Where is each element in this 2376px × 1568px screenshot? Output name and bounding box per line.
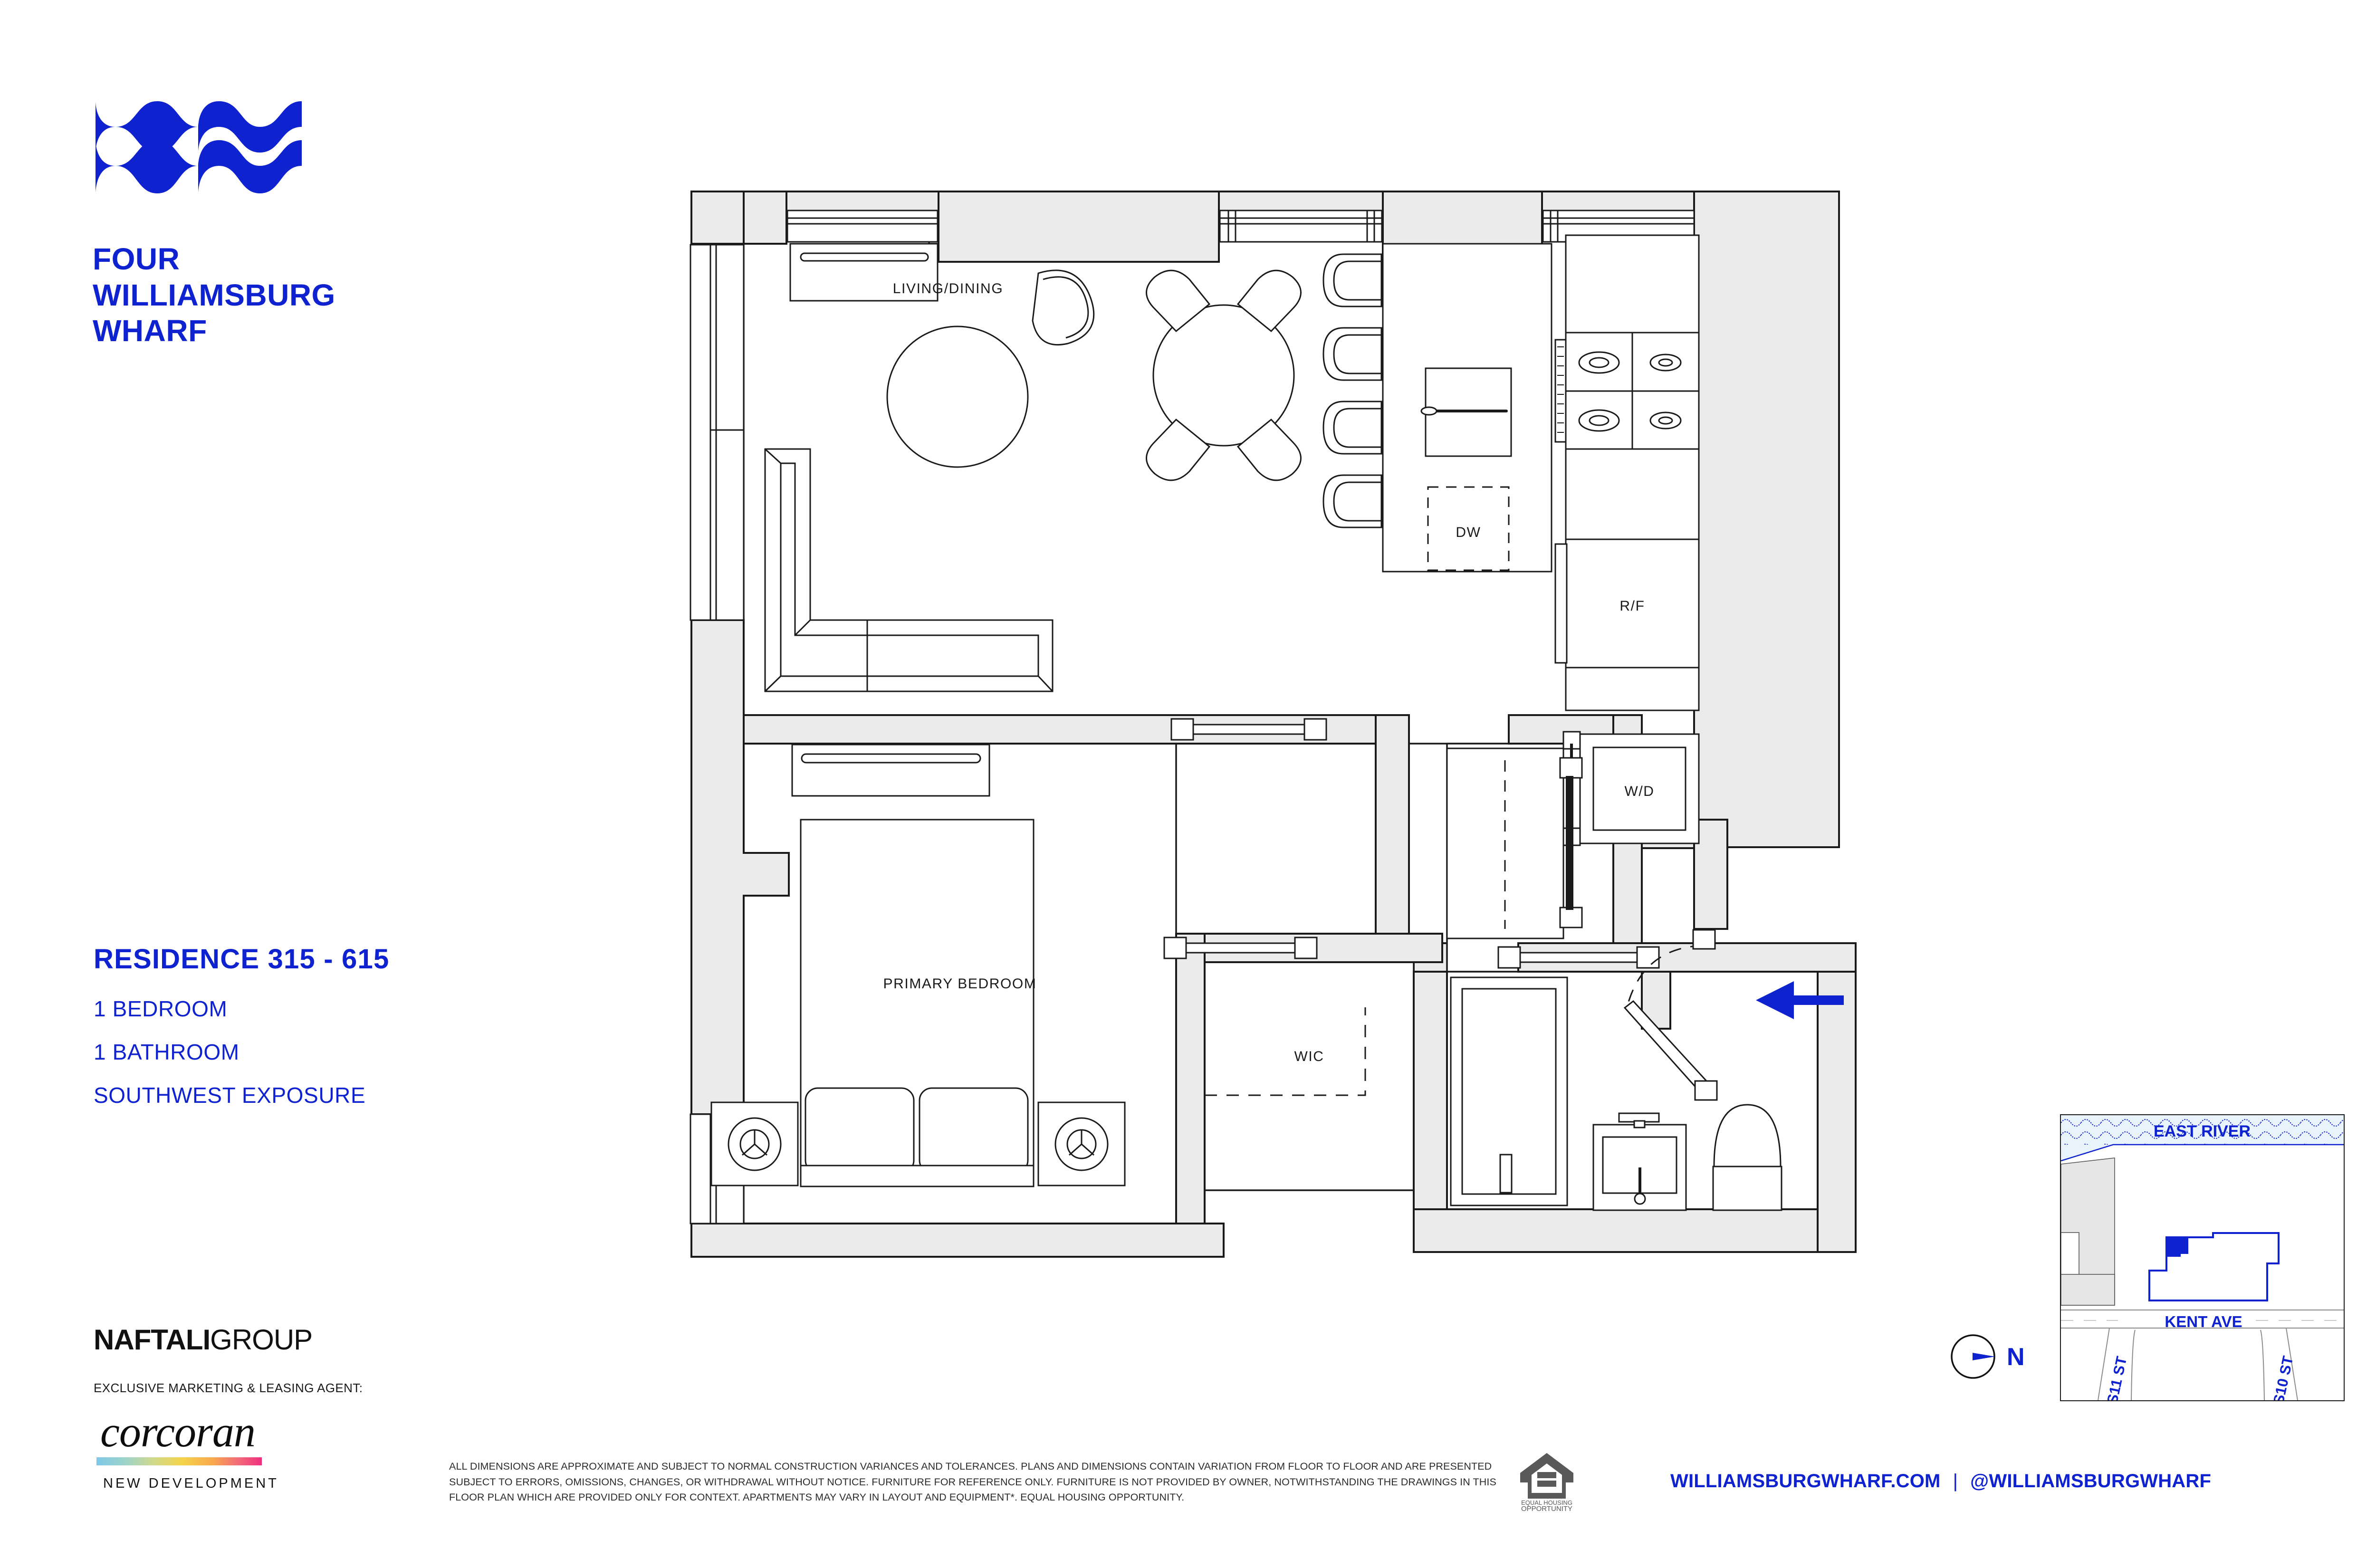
window-left-upper	[690, 244, 745, 621]
naftali-logo-thin: GROUP	[210, 1324, 313, 1356]
bathroom-door	[1497, 946, 1660, 969]
brand-name-line-1: FOUR	[93, 242, 180, 276]
naftali-group-logo: NAFTALIGROUP	[94, 1323, 426, 1356]
naftali-logo-bold: NAFTALI	[94, 1324, 211, 1356]
residence-bathrooms: 1 BATHROOM	[94, 1040, 240, 1064]
dining-set	[1146, 269, 1302, 481]
room-label-primary-bedroom: PRIMARY BEDROOM	[883, 976, 1037, 992]
closet-rod	[1205, 1007, 1366, 1096]
compass-north-indicator: N	[1951, 1334, 2025, 1379]
dining-table	[1152, 304, 1295, 447]
unit-location-highlight	[2166, 1237, 2188, 1257]
s11-street-label: S11 ST	[2104, 1355, 2130, 1400]
bed	[800, 819, 1035, 1187]
bedroom-dresser	[791, 744, 990, 797]
equal-housing-opportunity-icon: EQUAL HOUSING OPPORTUNITY	[1520, 1453, 1573, 1511]
nightstand-left	[710, 1101, 799, 1186]
residence-info-block: RESIDENCE 315 - 615 1 BEDROOM 1 BATHROOM…	[94, 943, 521, 1126]
corcoran-gradient-bar	[96, 1457, 262, 1465]
brand-logo-block: FOUR WILLIAMSBURG WHARF	[93, 93, 340, 348]
toilet	[1712, 1104, 1782, 1211]
accent-chair	[1032, 269, 1095, 346]
bar-stools	[1322, 253, 1382, 528]
s10-street-label: S10 ST	[2270, 1355, 2297, 1400]
bedroom-door	[1170, 718, 1327, 741]
windows	[690, 210, 1695, 1224]
doors-and-closets	[1163, 718, 1718, 1101]
brand-name-line-3: WHARF	[93, 314, 207, 348]
east-river-wave-pattern	[2061, 1115, 2344, 1145]
residence-bedrooms: 1 BEDROOM	[94, 996, 228, 1021]
refrigerator	[1554, 538, 1700, 669]
entry-door	[1623, 929, 1718, 1101]
bathroom-fixtures	[1450, 976, 1782, 1211]
shoreline	[2061, 1144, 2344, 1162]
contact-separator: |	[1953, 1471, 1958, 1492]
washer-dryer	[1562, 731, 1700, 846]
adjacent-buildings	[2061, 1157, 2115, 1306]
room-label-wic: WIC	[1294, 1049, 1324, 1064]
kent-ave-label: KENT AVE	[2165, 1313, 2242, 1330]
range-cooktop	[1554, 332, 1700, 450]
contact-links: WILLIAMSBURGWHARF.COM | @WILLIAMSBURGWHA…	[1670, 1471, 2211, 1492]
corcoran-wordmark: corcoran	[100, 1407, 256, 1456]
nightstand-right	[1037, 1101, 1126, 1186]
appliance-label-refrigerator: R/F	[1619, 598, 1645, 614]
entry-direction-arrow	[1756, 981, 1844, 1019]
dishwasher-outline	[1427, 486, 1510, 571]
floor-plan-drawing: LIVING/DINING PRIMARY BEDROOM WIC DW R/F…	[690, 191, 1857, 1258]
eho-label-line-1: EQUAL HOUSING	[1521, 1499, 1572, 1506]
four-williamsburg-wharf-wave-mark	[96, 101, 302, 193]
appliance-label-dishwasher: DW	[1456, 525, 1481, 540]
brand-wordmark: FOUR WILLIAMSBURG WHARF	[93, 241, 340, 349]
exclusive-agent-label: EXCLUSIVE MARKETING & LEASING AGENT:	[94, 1381, 363, 1395]
east-river-label: EAST RIVER	[2154, 1122, 2251, 1140]
vanity-sink	[1592, 1112, 1687, 1211]
appliance-label-washer-dryer: W/D	[1624, 784, 1654, 799]
bathtub-shower	[1450, 976, 1568, 1206]
eho-label-line-2: OPPORTUNITY	[1521, 1505, 1572, 1511]
compass-north-label: N	[2007, 1343, 2025, 1371]
entry-closet	[1446, 747, 1583, 939]
residence-exposure: SOUTHWEST EXPOSURE	[94, 1083, 366, 1108]
kitchen-sink	[1420, 367, 1512, 457]
developer-agent-block: NAFTALIGROUP EXCLUSIVE MARKETING & LEASI…	[94, 1323, 426, 1492]
corcoran-logo: corcoran NEW DEVELOPMENT	[94, 1410, 279, 1492]
wic-door	[1163, 937, 1318, 959]
dining-chairs	[1146, 269, 1302, 481]
sectional-sofa	[764, 448, 1054, 692]
window-top-2	[1219, 210, 1383, 243]
room-label-living-dining: LIVING/DINING	[893, 281, 1004, 296]
social-handle-link[interactable]: @WILLIAMSBURGWHARF	[1970, 1471, 2212, 1492]
residence-title: RESIDENCE 315 - 615	[94, 944, 390, 975]
window-top-1	[786, 210, 939, 243]
bedroom-furniture	[710, 744, 1126, 1187]
legal-disclaimer: ALL DIMENSIONS ARE APPROXIMATE AND SUBJE…	[449, 1461, 1496, 1503]
living-dining-furniture	[764, 243, 1095, 692]
corcoran-new-development-label: NEW DEVELOPMENT	[103, 1476, 279, 1491]
website-link[interactable]: WILLIAMSBURGWHARF.COM	[1670, 1471, 1941, 1492]
kitchen	[1322, 234, 1700, 846]
coffee-table	[886, 325, 1029, 468]
media-console	[789, 243, 939, 302]
brand-name-line-2: WILLIAMSBURG	[93, 277, 335, 312]
building-footprint-outline	[2148, 1232, 2280, 1301]
site-key-map: EAST RIVER KENT AVE S11 ST S10 ST	[2060, 1114, 2345, 1401]
